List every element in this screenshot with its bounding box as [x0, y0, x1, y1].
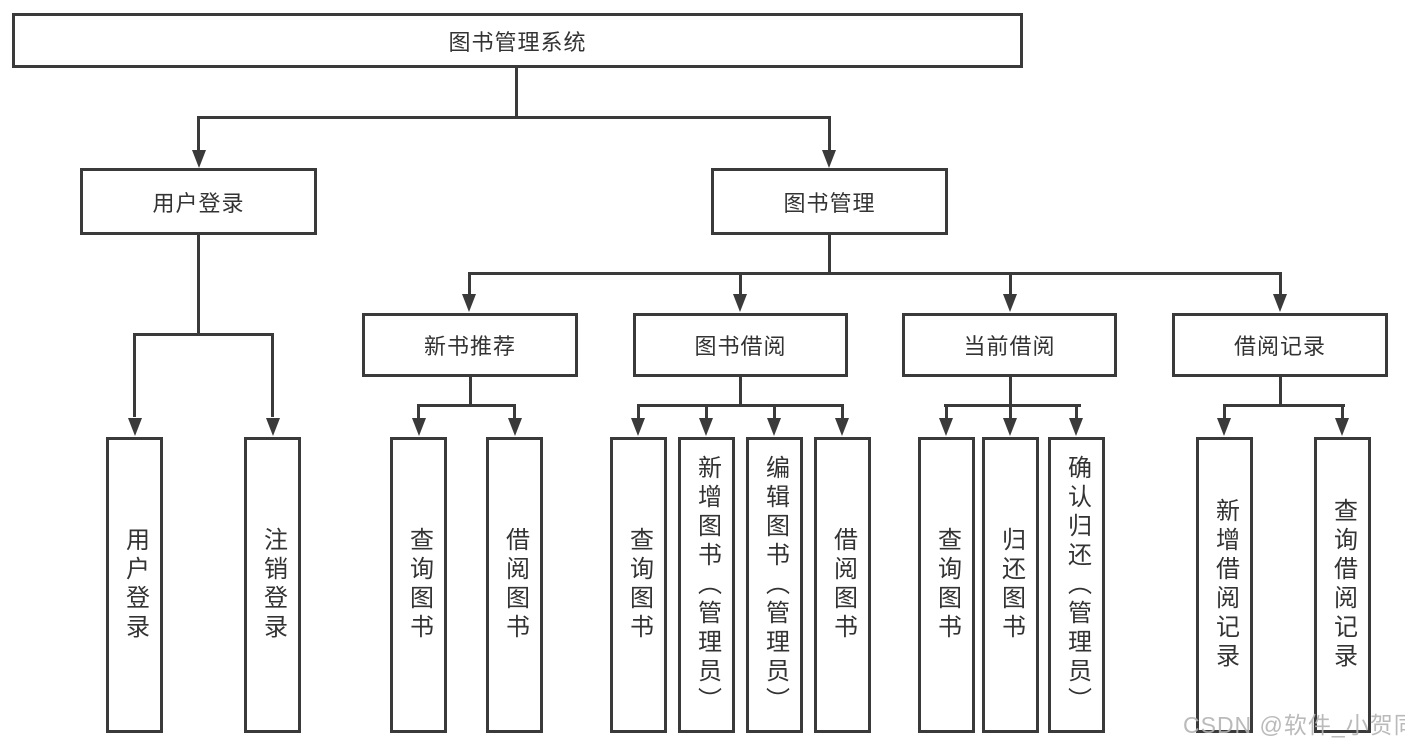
connector-line: [1279, 272, 1282, 294]
arrow-down-icon: [1003, 418, 1017, 436]
connector-line: [1009, 404, 1012, 420]
connector-line: [944, 404, 1081, 407]
node-book-borrow: 图书借阅: [633, 313, 848, 377]
leaf-return-books: 归还图书: [982, 437, 1039, 733]
arrow-down-icon: [462, 294, 476, 312]
leaf-query-borrow-record: 查询借阅记录: [1314, 437, 1371, 733]
connector-line: [469, 377, 472, 406]
arrow-down-icon: [266, 418, 280, 436]
leaf-borrow-books-recommend: 借阅图书: [486, 437, 543, 733]
connector-line: [637, 404, 640, 420]
leaf-query-books-recommend: 查询图书: [390, 437, 447, 733]
arrow-down-icon: [631, 418, 645, 436]
connector-line: [133, 333, 274, 336]
arrow-down-icon: [1217, 418, 1231, 436]
leaf-confirm-return-admin: 确认归还（管理员）: [1048, 437, 1105, 733]
leaf-add-borrow-record: 新增借阅记录: [1196, 437, 1253, 733]
connector-line: [197, 116, 831, 119]
node-library-system: 图书管理系统: [12, 13, 1023, 68]
connector-line: [1341, 404, 1344, 420]
connector-line: [417, 404, 420, 420]
connector-line: [945, 404, 948, 420]
arrow-down-icon: [822, 150, 836, 168]
connector-line: [271, 333, 274, 417]
connector-line: [133, 333, 136, 417]
leaf-borrow-books: 借阅图书: [814, 437, 871, 733]
node-borrow-records: 借阅记录: [1172, 313, 1388, 377]
connector-line: [197, 235, 200, 335]
connector-line: [468, 272, 471, 294]
csdn-watermark: CSDN @软件_小贺同学: [1183, 712, 1405, 738]
connector-line: [417, 404, 516, 407]
arrow-down-icon: [128, 418, 142, 436]
connector-line: [828, 116, 831, 152]
connector-line: [1009, 272, 1012, 294]
connector-line: [739, 377, 742, 406]
connector-line: [1075, 404, 1078, 420]
arrow-down-icon: [767, 418, 781, 436]
connector-line: [513, 404, 516, 420]
connector-line: [637, 404, 843, 407]
leaf-edit-books-admin: 编辑图书（管理员）: [746, 437, 803, 733]
arrow-down-icon: [733, 294, 747, 312]
connector-line: [841, 404, 844, 420]
node-user-login: 用户登录: [80, 168, 317, 235]
node-new-book-recommend: 新书推荐: [362, 313, 578, 377]
arrow-down-icon: [1003, 294, 1017, 312]
connector-line: [1009, 377, 1012, 406]
leaf-user-login: 用户登录: [106, 437, 163, 733]
leaf-query-books-borrow: 查询图书: [610, 437, 667, 733]
connector-line: [1223, 404, 1345, 407]
leaf-logout: 注销登录: [244, 437, 301, 733]
connector-line: [705, 404, 708, 420]
leaf-query-books-current: 查询图书: [918, 437, 975, 733]
arrow-down-icon: [699, 418, 713, 436]
connector-line: [468, 272, 1282, 275]
arrow-down-icon: [939, 418, 953, 436]
node-current-borrow: 当前借阅: [902, 313, 1117, 377]
arrow-down-icon: [508, 418, 522, 436]
connector-line: [739, 272, 742, 294]
arrow-down-icon: [1273, 294, 1287, 312]
arrow-down-icon: [1335, 418, 1349, 436]
connector-line: [1223, 404, 1226, 420]
arrow-down-icon: [1069, 418, 1083, 436]
connector-line: [197, 116, 200, 152]
connector-line: [773, 404, 776, 420]
connector-line: [828, 235, 831, 274]
arrow-down-icon: [192, 150, 206, 168]
node-book-management: 图书管理: [711, 168, 948, 235]
arrow-down-icon: [835, 418, 849, 436]
leaf-add-books-admin: 新增图书（管理员）: [678, 437, 735, 733]
connector-line: [515, 68, 518, 118]
connector-line: [1279, 377, 1282, 406]
arrow-down-icon: [412, 418, 426, 436]
